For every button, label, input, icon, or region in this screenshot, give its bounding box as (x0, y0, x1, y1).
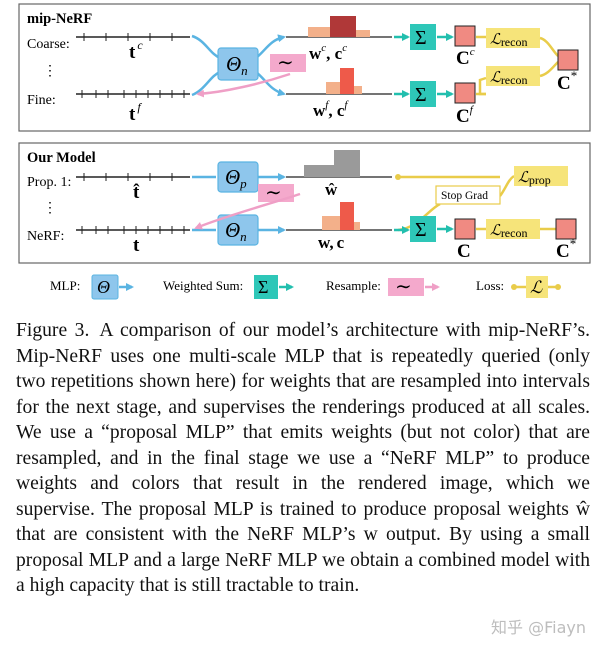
hist-nerf-bars (322, 202, 360, 230)
ray-coarse-ticks (83, 33, 173, 41)
loss-prop-label: ℒprop (518, 170, 551, 187)
mlp-block-prop-label: Θp (225, 165, 247, 191)
legend-loss-symbol: ℒ (530, 278, 543, 297)
figure-caption: Figure 3.A comparison of our model’s arc… (16, 318, 590, 599)
loss-line-stopgrad-out (498, 174, 515, 197)
caption-label: Figure 3. (16, 320, 90, 341)
ray-nerf-ticks (81, 226, 185, 234)
sum-symbol-fine: Σ (415, 84, 427, 106)
legend-resample-label: Resample: (326, 278, 381, 293)
legend: MLP: Θ Weighted Sum: Σ Resample: ∼ Loss:… (50, 274, 561, 300)
loss-dot-prop (395, 174, 401, 180)
resample-symbol-bottom: ∼ (265, 182, 282, 204)
ray-prop-ticks (83, 173, 173, 181)
mlp-block-top (217, 47, 259, 81)
loss-recon-coarse-label: ℒrecon (490, 32, 527, 49)
pixel-gt-top (557, 49, 579, 71)
pixel-gt-bottom (555, 218, 577, 240)
row-label-prop: Prop. 1: (27, 175, 71, 190)
panel-our-model-title: Our Model (27, 150, 96, 166)
legend-resample-symbol: ∼ (395, 276, 412, 298)
hist-prop-bars (304, 150, 360, 177)
row-label-nerf: NeRF: (27, 229, 64, 244)
hist-fine-bars (326, 68, 362, 94)
sum-symbol-nerf: Σ (415, 219, 427, 241)
label-Cc: Cc (456, 46, 475, 69)
label-Cstar-bottom: C* (556, 236, 576, 262)
pixel-color-nerf (454, 218, 476, 240)
loss-recon-coarse (486, 28, 540, 48)
legend-mlp-label: MLP: (50, 278, 80, 293)
pixel-color-coarse (454, 25, 476, 47)
legend-resample-swatch (388, 278, 424, 296)
t-nerf: t (133, 235, 140, 256)
row-dots-bottom: ⋮ (43, 201, 57, 216)
mlp-block-nerf (217, 214, 259, 246)
legend-sum-symbol: Σ (258, 277, 268, 297)
sum-block-coarse (410, 24, 436, 50)
row-label-coarse: Coarse: (27, 37, 70, 52)
sum-symbol-coarse: Σ (415, 27, 427, 49)
loss-line-coarse-out (539, 36, 559, 57)
loss-line-fine-out (539, 61, 559, 78)
ray-fine-ticks (81, 90, 185, 98)
mlp-block-top-label: Θn (226, 52, 248, 78)
loss-recon-fine (486, 66, 540, 86)
legend-loss-swatch (526, 276, 548, 298)
legend-loss-dot-out (555, 284, 561, 290)
hist-coarse-bars (308, 16, 370, 37)
row-label-fine: Fine: (27, 93, 56, 108)
t-hat: t̂ (133, 182, 140, 203)
legend-mlp-swatch (91, 274, 119, 300)
loss-recon-nerf-label: ℒrecon (490, 223, 527, 240)
loss-prop (514, 166, 568, 186)
panel-our-model-frame (18, 142, 591, 264)
legend-sum-label: Weighted Sum: (163, 278, 243, 293)
mlp-block-nerf-label: Θn (225, 218, 247, 244)
arrow-resample-to-fine-ray (196, 72, 291, 98)
pixel-color-fine (454, 82, 476, 104)
caption-text: A comparison of our model’s architecture… (16, 320, 591, 596)
label-Cstar-top: C* (557, 68, 577, 94)
label-w-c: w,c (318, 233, 345, 252)
watermark: 知乎 @Fiayn (491, 618, 586, 637)
sum-block-fine (410, 81, 436, 107)
legend-mlp-symbol: Θ (97, 277, 110, 297)
arrow-resample-to-nerf-ray (194, 192, 301, 230)
stop-grad-label: Stop Grad (441, 190, 488, 202)
panel-mipnerf-title: mip-NeRF (27, 11, 92, 27)
label-wc-cc: wc, cc (309, 42, 347, 63)
loss-recon-nerf (486, 219, 540, 239)
legend-loss-label: Loss: (476, 278, 504, 293)
legend-sum-swatch (254, 275, 278, 299)
loss-line-fine-connect (478, 76, 487, 96)
panel-our-model: Our Model Prop. 1: ⋮ NeRF: t̂ t Θp Θn (18, 142, 591, 264)
mlp-block-prop (217, 161, 259, 193)
label-wf-cf: wf, cf (313, 99, 349, 120)
loss-recon-fine-label: ℒrecon (490, 70, 527, 87)
resample-symbol-top: ∼ (277, 52, 294, 74)
resample-block-top (270, 54, 306, 72)
label-C: C (457, 241, 471, 262)
label-w-hat: ŵ (325, 180, 338, 199)
label-Cf: Cf (456, 104, 475, 127)
row-dots: ⋮ (43, 64, 57, 79)
stop-grad-box (435, 185, 501, 205)
sum-block-nerf (410, 216, 436, 242)
